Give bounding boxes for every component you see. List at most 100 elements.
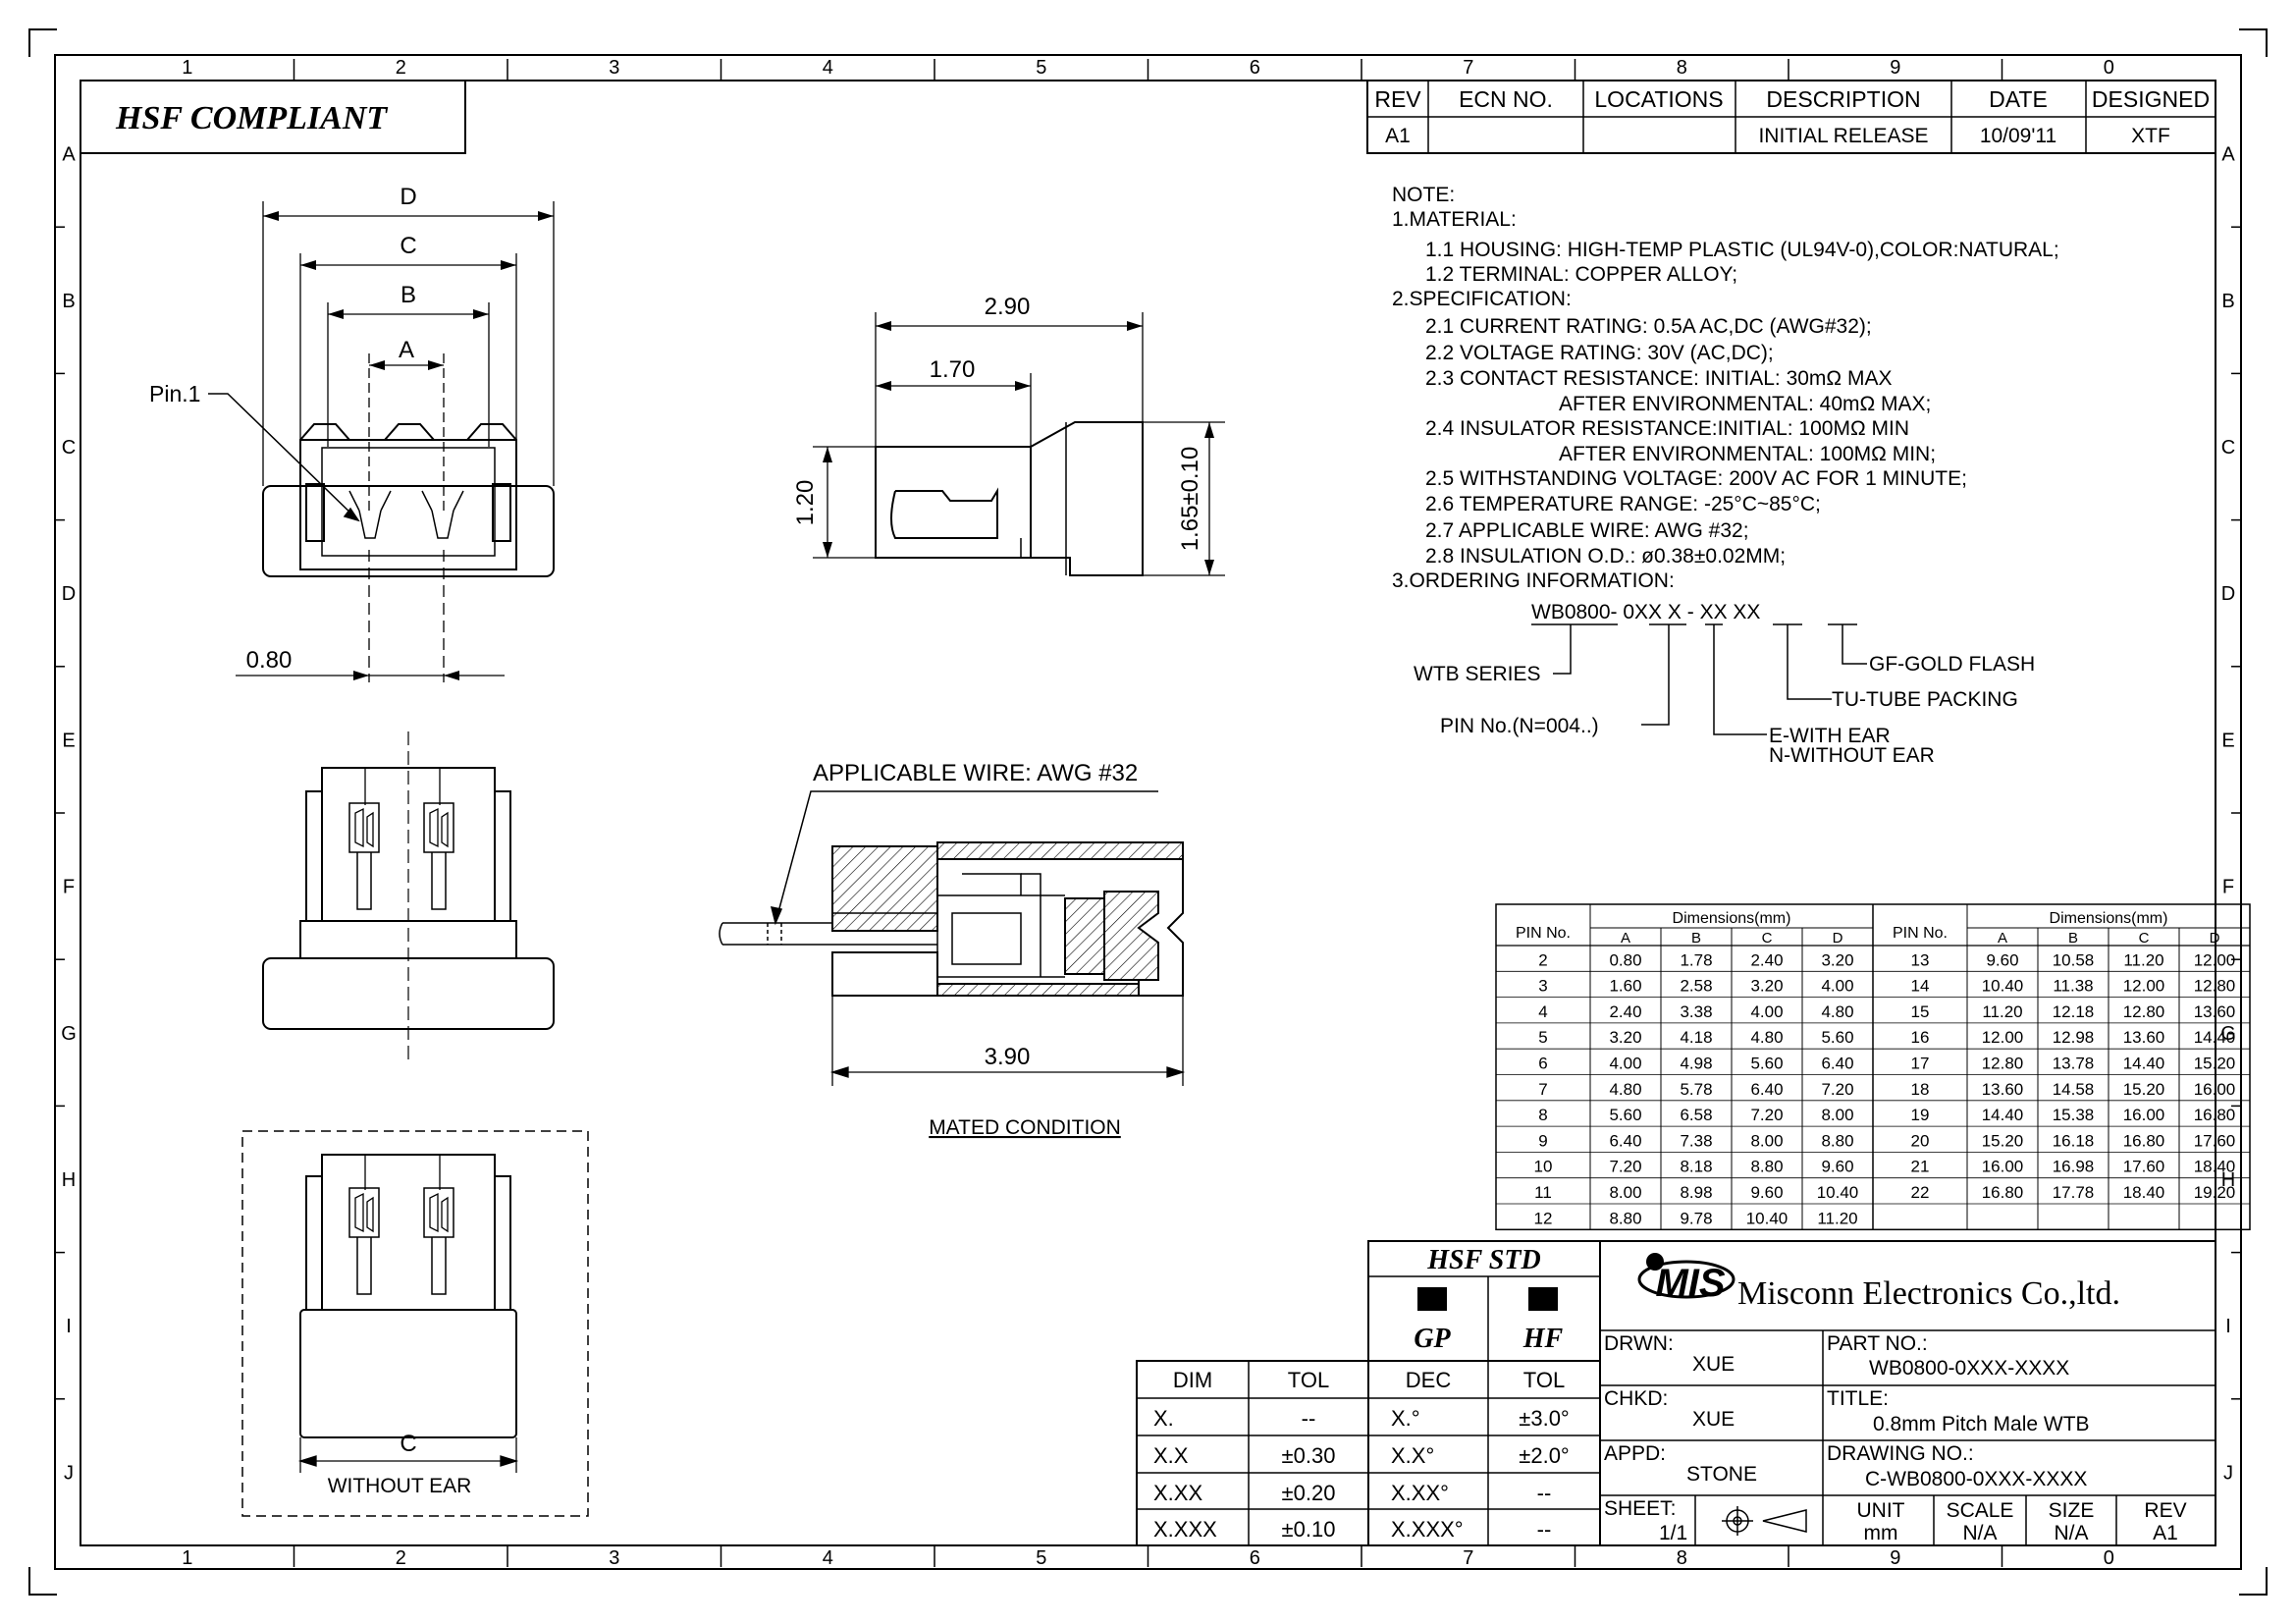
pin-table-cell: 13.60	[2194, 1002, 2236, 1021]
tolerance-cell: --	[1537, 1517, 1552, 1542]
mated-wire	[719, 922, 832, 946]
ordering-noear-label: N-WITHOUT EAR	[1769, 744, 1935, 767]
pin-table-cell: 6.40	[1821, 1055, 1853, 1073]
pin-table-cell: 15.20	[2123, 1080, 2165, 1099]
ordering-tube-label: TU-TUBE PACKING	[1832, 688, 2018, 711]
pin-table-cell: 6.40	[1609, 1131, 1641, 1150]
unit-label: UNIT	[1857, 1499, 1905, 1522]
pin-table-cell: 12.00	[2123, 977, 2165, 996]
grid-column-label: 3	[609, 1547, 619, 1569]
description-value: INITIAL RELEASE	[1758, 125, 1928, 147]
grid-row-label: I	[2225, 1316, 2231, 1337]
note-line: 1.1 HOUSING: HIGH-TEMP PLASTIC (UL94V-0)…	[1425, 239, 2059, 261]
pitch-label: 0.80	[246, 647, 293, 674]
unit-value: mm	[1864, 1522, 1898, 1544]
grid-row-label: B	[2221, 291, 2234, 312]
compliance-label: HSF COMPLIANT	[115, 100, 388, 136]
grid-row-label: A	[62, 144, 76, 166]
corner-marks	[28, 28, 2268, 1596]
pin-table-cell: 7	[1538, 1080, 1547, 1099]
grid-row-label: J	[2223, 1462, 2233, 1484]
pin-table-cell: 17.60	[2194, 1131, 2236, 1150]
pin-table-cell: 9.60	[1821, 1158, 1853, 1176]
pin-table-cell: 10.40	[1817, 1183, 1859, 1202]
pin-table-cell: 9.60	[1986, 950, 2018, 969]
side-overall-label: 2.90	[985, 294, 1031, 320]
pin-table-cell: 4.98	[1680, 1055, 1712, 1073]
date-value: 10/09'11	[1980, 125, 2056, 147]
pin-table-cell: 8.18	[1680, 1158, 1712, 1176]
ordering-diagram: WB0800- 0XX X - XX XX WTB SERIES PIN No.…	[1414, 601, 2035, 767]
tolerance-cell: X.XX	[1153, 1481, 1202, 1505]
rev-block-value: A1	[2153, 1522, 2178, 1544]
pin-table-cell: 2.40	[1609, 1002, 1641, 1021]
mated-length-label: 3.90	[985, 1044, 1031, 1070]
pin-table-cell: 13	[1911, 950, 1930, 969]
without-ear-dimension	[297, 1437, 519, 1473]
without-ear-frame	[241, 1130, 589, 1517]
grid-row-label: B	[62, 291, 75, 312]
pin-table-cell: 10.40	[1746, 1209, 1789, 1227]
tolerance-cell: --	[1302, 1406, 1316, 1431]
pin-table-cell: 22	[1911, 1183, 1930, 1202]
pin-table-pin-header: PIN No.	[1893, 925, 1948, 942]
scale-value: N/A	[1962, 1522, 1997, 1544]
front-view	[262, 423, 555, 682]
pin-table-cell: 12.80	[1982, 1055, 2024, 1073]
pin-table-cell: 6.58	[1680, 1106, 1712, 1124]
chkd-value: XUE	[1692, 1408, 1735, 1431]
pin-table-cell: 12.00	[2194, 950, 2236, 969]
pin-table-col-header: D	[1833, 930, 1843, 947]
grid-column-label: 6	[1250, 1547, 1260, 1569]
pin-table-cell: 8.00	[1609, 1183, 1641, 1202]
note-line: 2.8 INSULATION O.D.: ø0.38±0.02MM;	[1425, 545, 1786, 568]
side-dimension-arrows	[823, 321, 1214, 575]
dim-a-label: A	[399, 337, 414, 363]
ordering-code: WB0800- 0XX X - XX XX	[1531, 601, 1760, 623]
grid-column-label: 5	[1036, 1547, 1046, 1569]
pin-table-cell: 11.20	[1982, 1002, 2022, 1021]
pin-table-cell: 4	[1538, 1002, 1547, 1021]
note-line: AFTER ENVIRONMENTAL: 40mΩ MAX;	[1559, 393, 1931, 415]
grid-column-label: 6	[1250, 57, 1260, 79]
pin-table-cell: 8.80	[1821, 1131, 1853, 1150]
pin-table-cell: 3.20	[1821, 950, 1853, 969]
ordering-series-label: WTB SERIES	[1414, 663, 1541, 685]
pin-table-cell: 4.80	[1609, 1080, 1641, 1099]
drawing-value: C-WB0800-0XXX-XXXX	[1865, 1468, 2087, 1490]
grid-row-label: E	[2221, 730, 2234, 751]
compliance-box	[80, 80, 466, 154]
size-value: N/A	[2054, 1522, 2088, 1544]
note-line: 2.3 CONTACT RESISTANCE: INITIAL: 30mΩ MA…	[1425, 367, 1892, 390]
title-block: MIS Misconn Electronics Co.,ltd. DRWN: X…	[1599, 1240, 2216, 1546]
pin-table-cell: 18.40	[2194, 1158, 2236, 1176]
pin-table-col-header: C	[1762, 930, 1773, 947]
pin-table-cell: 6.40	[1750, 1080, 1783, 1099]
pin-table-col-header: B	[1691, 930, 1701, 947]
pin-table-cell: 2.58	[1680, 977, 1712, 996]
tolerance-cell: X.XXX°	[1391, 1517, 1464, 1542]
designed-header: DESIGNED	[2092, 86, 2210, 112]
part-value: WB0800-0XXX-XXXX	[1869, 1357, 2069, 1380]
tolerance-cell: ±3.0°	[1519, 1406, 1569, 1431]
grid-row-label: F	[2222, 877, 2234, 898]
appd-label: APPD:	[1604, 1442, 1666, 1465]
note-line: AFTER ENVIRONMENTAL: 100MΩ MIN;	[1559, 443, 1936, 465]
pin-table-cell: 16.00	[2194, 1080, 2236, 1099]
grid-column-label: 4	[823, 57, 833, 79]
pin-table-cell: 8.00	[1821, 1106, 1853, 1124]
pin-table-cell: 13.78	[2053, 1055, 2095, 1073]
pin-table-dim-header: Dimensions(mm)	[1673, 910, 1791, 927]
pin-table-cell: 16.80	[2123, 1131, 2165, 1150]
note-line: 3.ORDERING INFORMATION:	[1392, 569, 1675, 592]
pin-table-cell: 13.60	[1982, 1080, 2024, 1099]
dim-c-label: C	[400, 233, 416, 259]
grid-column-label: 2	[396, 57, 406, 79]
grid-row-label: G	[2220, 1023, 2236, 1045]
without-ear-dim-label: C	[400, 1431, 416, 1457]
pin-table-cell: 8.98	[1680, 1183, 1712, 1202]
pin-table-cell: 8.80	[1750, 1158, 1783, 1176]
pin-table-cell: 15	[1911, 1002, 1930, 1021]
pin-table-cell: 8	[1538, 1106, 1547, 1124]
